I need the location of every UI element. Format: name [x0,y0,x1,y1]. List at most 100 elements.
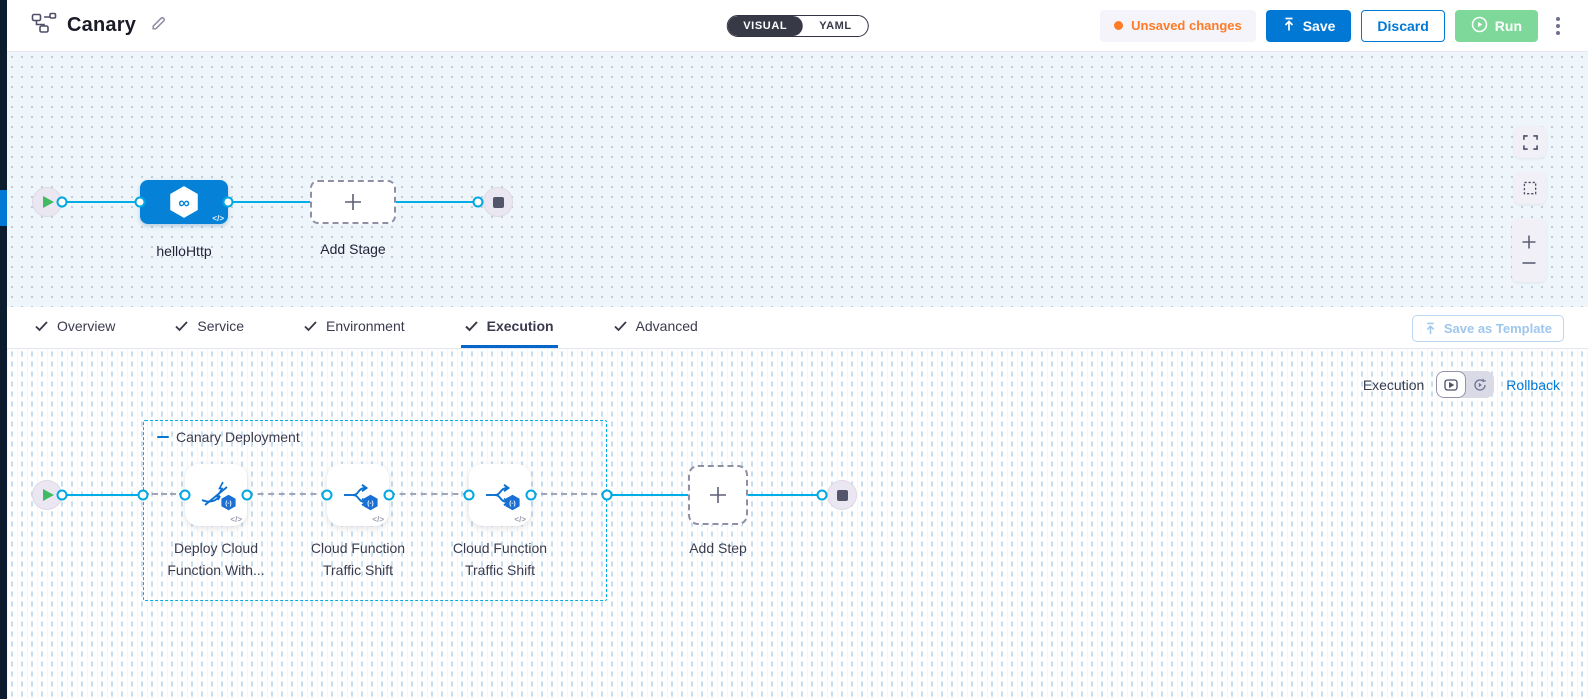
toggle-visual[interactable]: VISUAL [727,15,804,36]
connector-port[interactable] [56,196,68,208]
run-button-label: Run [1494,17,1522,34]
flow-line [396,201,478,203]
connector-port[interactable] [383,489,395,501]
execution-canvas[interactable]: Execution Rollback [7,349,1588,698]
dashed-flow-line [389,493,469,495]
flow-line [607,494,688,496]
flow-line [62,201,140,203]
svg-text:∞: ∞ [178,195,189,212]
add-step-button[interactable] [688,465,748,525]
svg-text:(-): (-) [367,500,373,507]
execution-rollback-switch-row: Execution Rollback [1363,371,1560,398]
run-button[interactable]: Run [1454,9,1538,42]
step-label: Deploy Cloud Function With... [167,540,265,578]
gcf-hexagon-badge-icon: (-) [362,494,379,516]
tab-label: Overview [57,318,116,334]
select-region-button[interactable] [1514,172,1546,204]
visual-yaml-toggle: VISUAL YAML [726,14,869,37]
step-code-badge-icon: </> [514,515,526,524]
tab-label: Service [197,318,245,334]
step-group-label: Canary Deployment [176,429,300,445]
connector-port[interactable] [463,489,475,501]
tab-label: Environment [326,318,405,334]
add-stage-label: Add Stage [320,241,386,257]
more-options-icon[interactable] [1548,11,1568,41]
toggle-yaml[interactable]: YAML [819,19,852,32]
header-actions: Unsaved changes Save Discard [1100,9,1568,42]
plus-icon [710,487,726,503]
step-node-deploy-cloud-function[interactable]: (-) </> [185,464,247,526]
tab-service[interactable]: Service [171,307,248,348]
add-step-label: Add Step [689,540,747,556]
step-code-badge-icon: </> [230,515,242,524]
tab-label: Execution [486,318,554,334]
tab-environment[interactable]: Environment [300,307,409,348]
save-as-template-button[interactable]: Save as Template [1411,315,1564,342]
connector-port[interactable] [472,196,484,208]
start-play-icon [43,196,54,208]
upload-icon [1426,322,1435,334]
deploy-cloud-function-icon [201,481,228,506]
deploy-stage-hexagon-icon: ∞ [170,186,198,218]
step-node-traffic-shift-2[interactable]: (-) </> [469,464,531,526]
edit-title-icon[interactable] [150,15,167,37]
connector-port[interactable] [222,196,234,208]
connector-port[interactable] [321,489,333,501]
save-button[interactable]: Save [1265,9,1352,42]
collapse-group-icon[interactable] [157,435,169,439]
rollback-mode-icon[interactable] [1466,371,1494,398]
run-play-icon [1471,16,1488,36]
collapsed-nav-strip[interactable] [0,0,7,699]
step-group-header[interactable]: Canary Deployment [157,429,300,445]
step-label: Cloud Function Traffic Shift [310,540,406,578]
unsaved-changes-label: Unsaved changes [1131,18,1242,33]
nav-active-indicator [0,190,7,226]
check-icon [35,320,48,331]
stage-node-hellohttp[interactable]: ∞ </> [140,180,228,224]
execution-end-node [827,480,857,510]
svg-text:(-): (-) [509,500,515,507]
zoom-out-icon[interactable] [1521,260,1537,266]
gcf-hexagon-badge-icon: (-) [504,494,521,516]
zoom-controls [1512,218,1546,282]
save-as-template-label: Save as Template [1443,321,1552,336]
connector-port[interactable] [56,489,68,501]
connector-port[interactable] [134,196,146,208]
flow-line [228,201,310,203]
rollback-link[interactable]: Rollback [1506,376,1560,393]
unsaved-dot-icon [1114,21,1124,30]
connector-port[interactable] [137,489,149,501]
step-code-badge-icon: </> [372,515,384,524]
tab-overview[interactable]: Overview [31,307,119,348]
page-title: Canary [67,14,137,36]
stage-canvas[interactable]: ∞ </> helloHttp Add Stage [7,52,1588,307]
connector-port[interactable] [816,489,828,501]
connector-port[interactable] [179,489,191,501]
step-label: Cloud Function Traffic Shift [452,540,548,578]
discard-button[interactable]: Discard [1361,9,1445,42]
connector-port[interactable] [241,489,253,501]
execution-rollback-toggle[interactable] [1436,371,1495,398]
main-panel: Canary VISUAL YAML Unsaved changes [7,0,1588,699]
connector-port[interactable] [525,489,537,501]
tab-advanced[interactable]: Advanced [610,307,702,348]
pipeline-end-node [483,187,513,217]
dashed-flow-line [247,493,327,495]
flow-line [62,494,143,496]
marquee-icon [1523,181,1536,194]
connector-port[interactable] [601,489,613,501]
step-node-traffic-shift-1[interactable]: (-) </> [327,464,389,526]
execution-switch-label: Execution [1362,376,1425,393]
check-icon [304,320,317,331]
fullscreen-button[interactable] [1514,126,1546,158]
check-icon [464,320,478,331]
execution-mode-icon[interactable] [1436,371,1467,398]
add-stage-button[interactable] [310,180,396,224]
tab-execution[interactable]: Execution [460,307,558,348]
plus-icon [345,194,361,210]
step-group-canary-deployment[interactable]: Canary Deployment [143,420,607,601]
zoom-in-icon[interactable] [1521,234,1537,250]
stage-tabbar: Overview Service Environment Execution A… [7,307,1588,349]
stage-label: helloHttp [156,243,212,259]
